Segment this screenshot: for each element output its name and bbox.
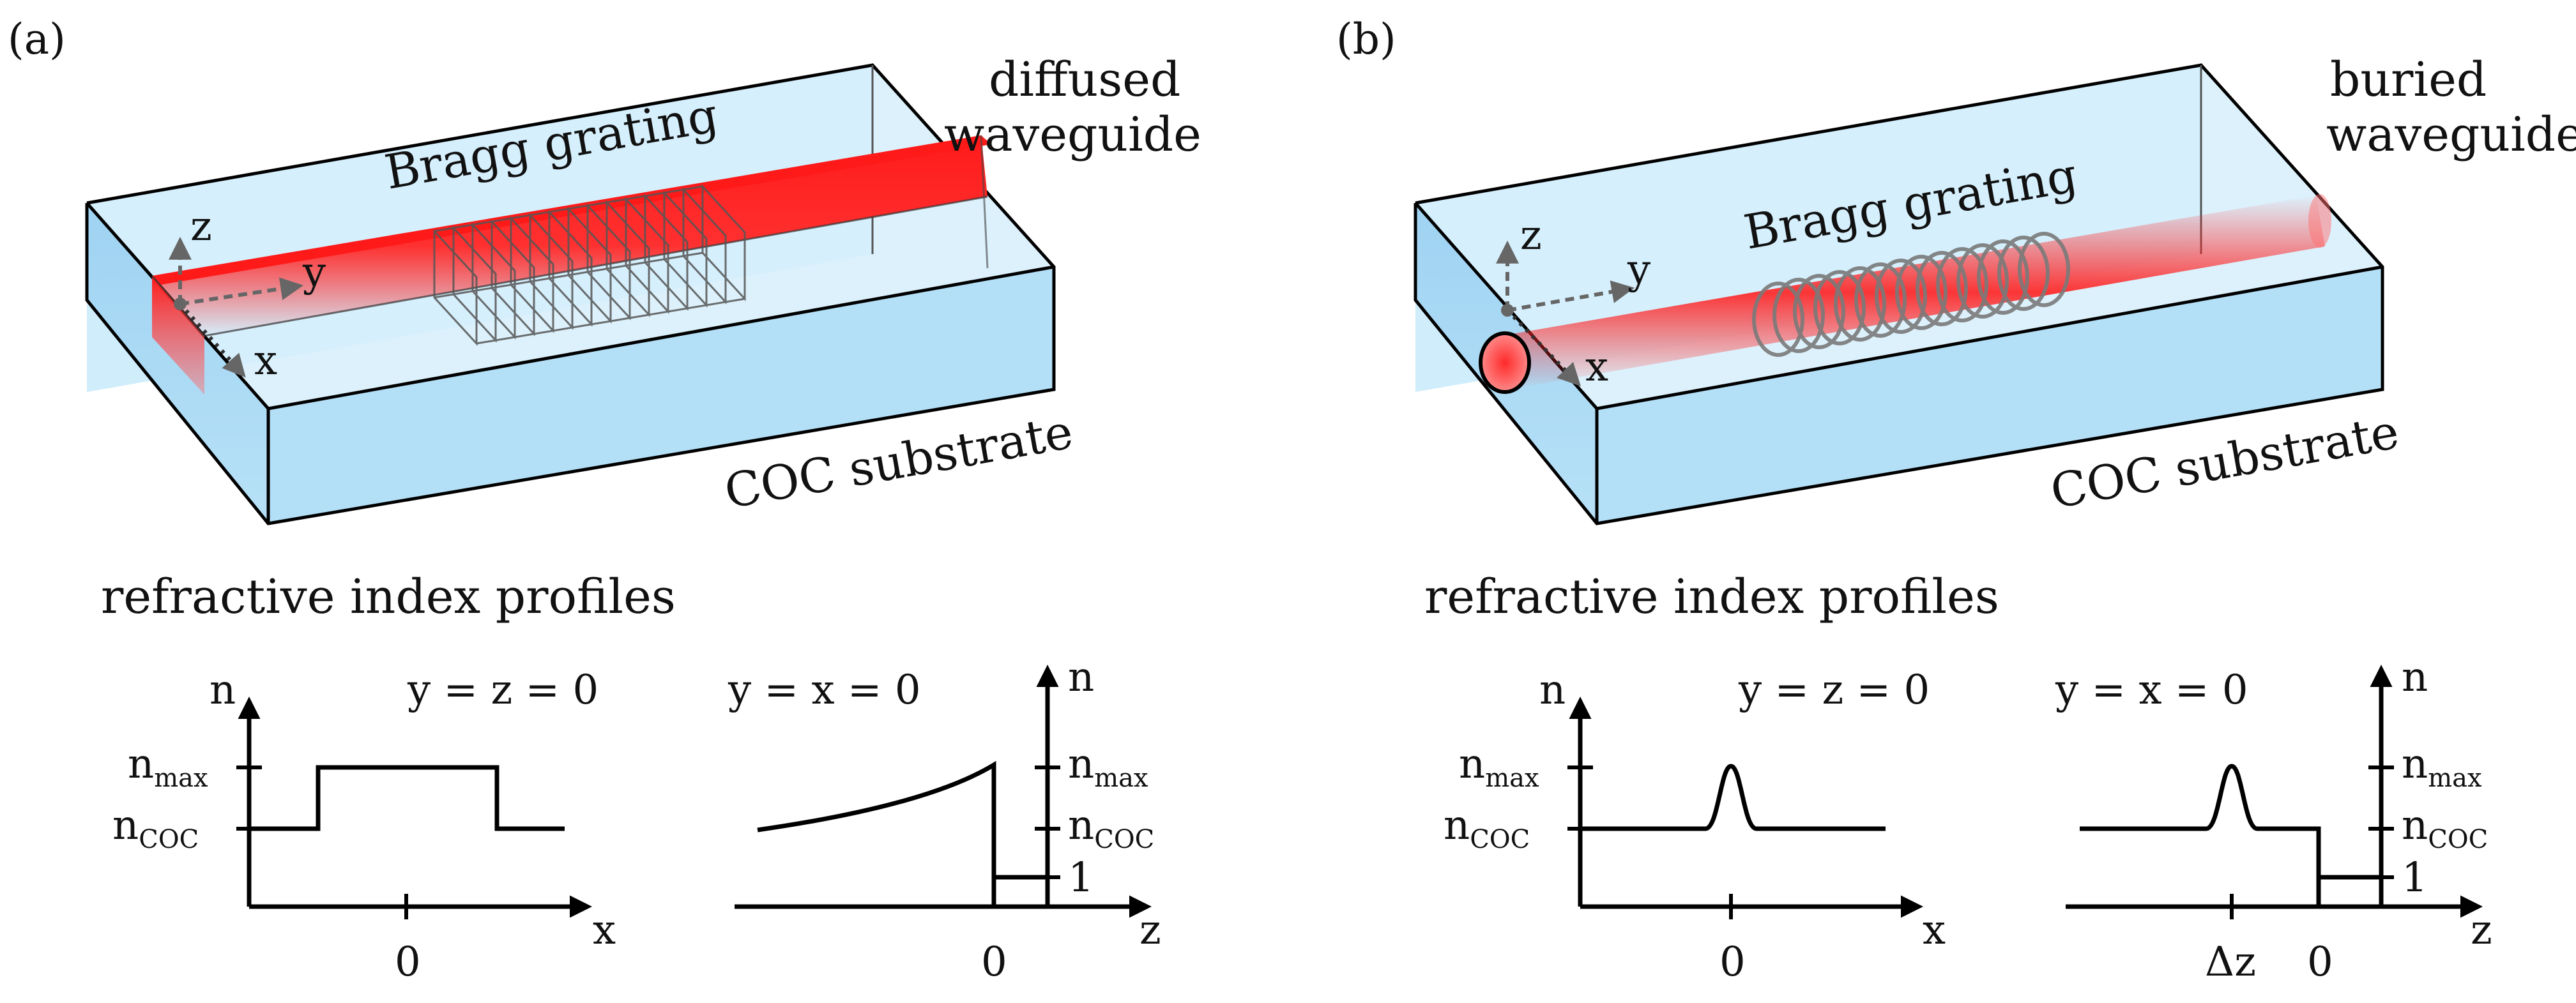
index-plot-a1: n y = z = 0 nmax nCOC 0 x <box>112 667 616 986</box>
axis-y-label-b: y <box>1627 246 1650 294</box>
waveguide-type-line2-b: waveguide <box>2326 107 2576 162</box>
ncoc-label-b1: nCOC <box>1444 802 1530 854</box>
x-axis-label-a1: x <box>593 907 616 954</box>
ncoc-label-b2: nCOC <box>2402 802 2488 854</box>
profiles-title-a: refractive index profiles <box>101 569 676 624</box>
n-axis-label-a1: n <box>210 667 236 714</box>
z-axis-label-a2: z <box>1139 907 1161 954</box>
coordinate-axes-a: z y x <box>169 203 326 384</box>
waveguide-type-line1-a: diffused <box>989 52 1180 107</box>
condition-b2: y = x = 0 <box>2055 667 2248 714</box>
ncoc-label-a1: nCOC <box>112 802 199 854</box>
index-plot-b1: n y = z = 0 nmax nCOC 0 x <box>1444 667 1946 986</box>
n-axis-label-b2: n <box>2402 654 2428 701</box>
condition-a1: y = z = 0 <box>407 667 598 714</box>
condition-a2: y = x = 0 <box>728 667 921 714</box>
delta-z-tick-b2: Δz <box>2205 939 2256 986</box>
condition-b1: y = z = 0 <box>1738 667 1930 714</box>
profiles-title-b: refractive index profiles <box>1424 569 1999 624</box>
nmax-label-a1: nmax <box>128 741 208 793</box>
waveguide-type-line2-a: waveguide <box>944 107 1201 162</box>
z-axis-label-b2: z <box>2471 907 2492 954</box>
panel-a-label: (a) <box>8 15 66 64</box>
panel-b-label: (b) <box>1336 15 1396 64</box>
coordinate-axes-b: z y x <box>1496 212 1650 391</box>
index-plot-b2: n y = x = 0 nmax nCOC 1 Δz 0 z <box>2055 654 2492 986</box>
one-tick-a2: 1 <box>1068 854 1094 901</box>
nmax-label-b1: nmax <box>1459 741 1539 793</box>
index-plot-a2: n y = x = 0 nmax nCOC 1 0 z <box>728 654 1161 986</box>
zero-tick-b1: 0 <box>1719 939 1746 986</box>
panel-b: (b) <box>1336 15 2576 986</box>
axis-z-label-a: z <box>190 203 212 250</box>
n-axis-label-b1: n <box>1539 667 1566 714</box>
x-axis-label-b1: x <box>1923 907 1946 954</box>
nmax-label-b2: nmax <box>2402 741 2482 793</box>
zero-tick-a1: 0 <box>395 939 421 986</box>
nmax-label-a2: nmax <box>1068 741 1148 793</box>
bragg-grating-planes-a <box>433 184 746 346</box>
axis-x-label-a: x <box>254 337 277 384</box>
zero-tick-b2: 0 <box>2307 939 2333 986</box>
one-tick-b2: 1 <box>2402 854 2428 901</box>
zero-tick-a2: 0 <box>981 939 1007 986</box>
n-axis-label-a2: n <box>1068 654 1094 701</box>
waveguide-type-line1-b: buried <box>2330 52 2487 107</box>
axis-x-label-b: x <box>1585 343 1608 391</box>
buried-waveguide <box>1479 194 2331 394</box>
axis-y-label-a: y <box>302 249 326 296</box>
panel-a: (a) <box>8 15 1201 986</box>
bragg-grating-rings-b <box>1752 232 2070 357</box>
axis-z-label-b: z <box>1520 212 1542 259</box>
ncoc-label-a2: nCOC <box>1068 802 1154 854</box>
